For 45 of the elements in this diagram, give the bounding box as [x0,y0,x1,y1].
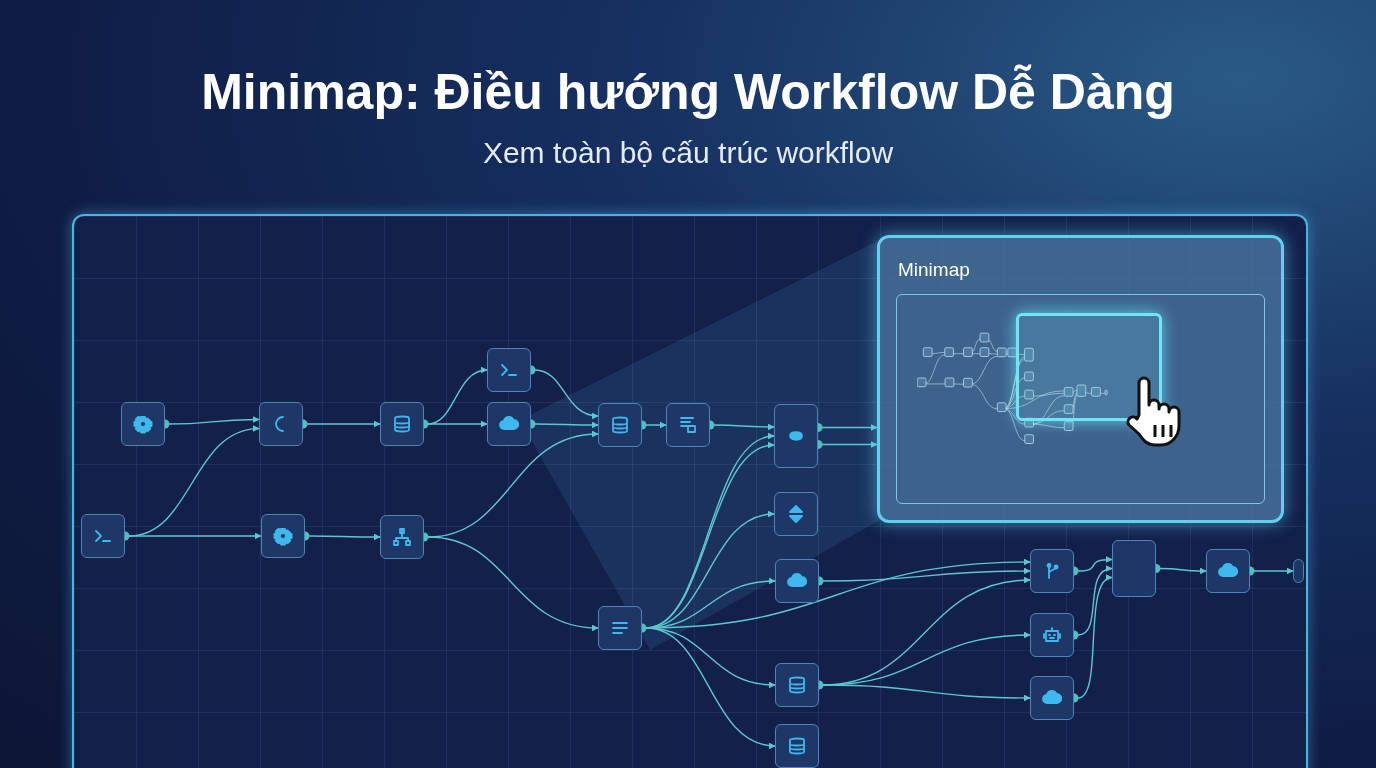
arrow [1077,556,1113,572]
arrow [308,533,381,541]
node-box [121,402,165,446]
minimap-panel [877,235,1284,523]
arrow [1253,567,1294,575]
arrow [645,421,667,429]
arrow [306,420,381,428]
arrow [168,416,260,425]
node-box [1112,540,1156,597]
node-box [666,403,710,447]
arrow [821,424,878,431]
node-box [1030,549,1074,593]
node-box [1206,549,1250,593]
node-box [774,404,818,468]
node-box [1030,613,1074,657]
arrow [534,369,599,419]
node-box [774,492,818,536]
node-box [1293,559,1304,583]
node-box [775,663,819,707]
node-box [380,402,424,446]
node-box [598,606,642,650]
node-box [261,514,305,558]
arrow [822,567,1031,582]
title: Minimap: Điều hướng Workflow Dễ Dàng [200,63,1176,122]
arrow [822,684,1031,702]
arrow [1077,566,1113,636]
arrow [427,536,599,631]
node-box [487,348,531,392]
node-box [81,514,125,558]
panel-title: Minimap [898,258,970,282]
arrow [427,420,488,428]
node-box [598,403,642,447]
node-box [775,559,819,603]
node-box [259,402,303,446]
node-box [487,402,531,446]
node-box [775,724,819,768]
node-box [1030,676,1074,720]
arrow [713,423,775,431]
arrow [1159,567,1207,575]
arrow [821,441,878,448]
node-box [380,515,424,559]
arrow [534,421,599,429]
arrow [1077,576,1113,699]
subtitle: Xem toàn bộ cấu trúc workflow [481,135,895,171]
arrow [128,532,262,540]
